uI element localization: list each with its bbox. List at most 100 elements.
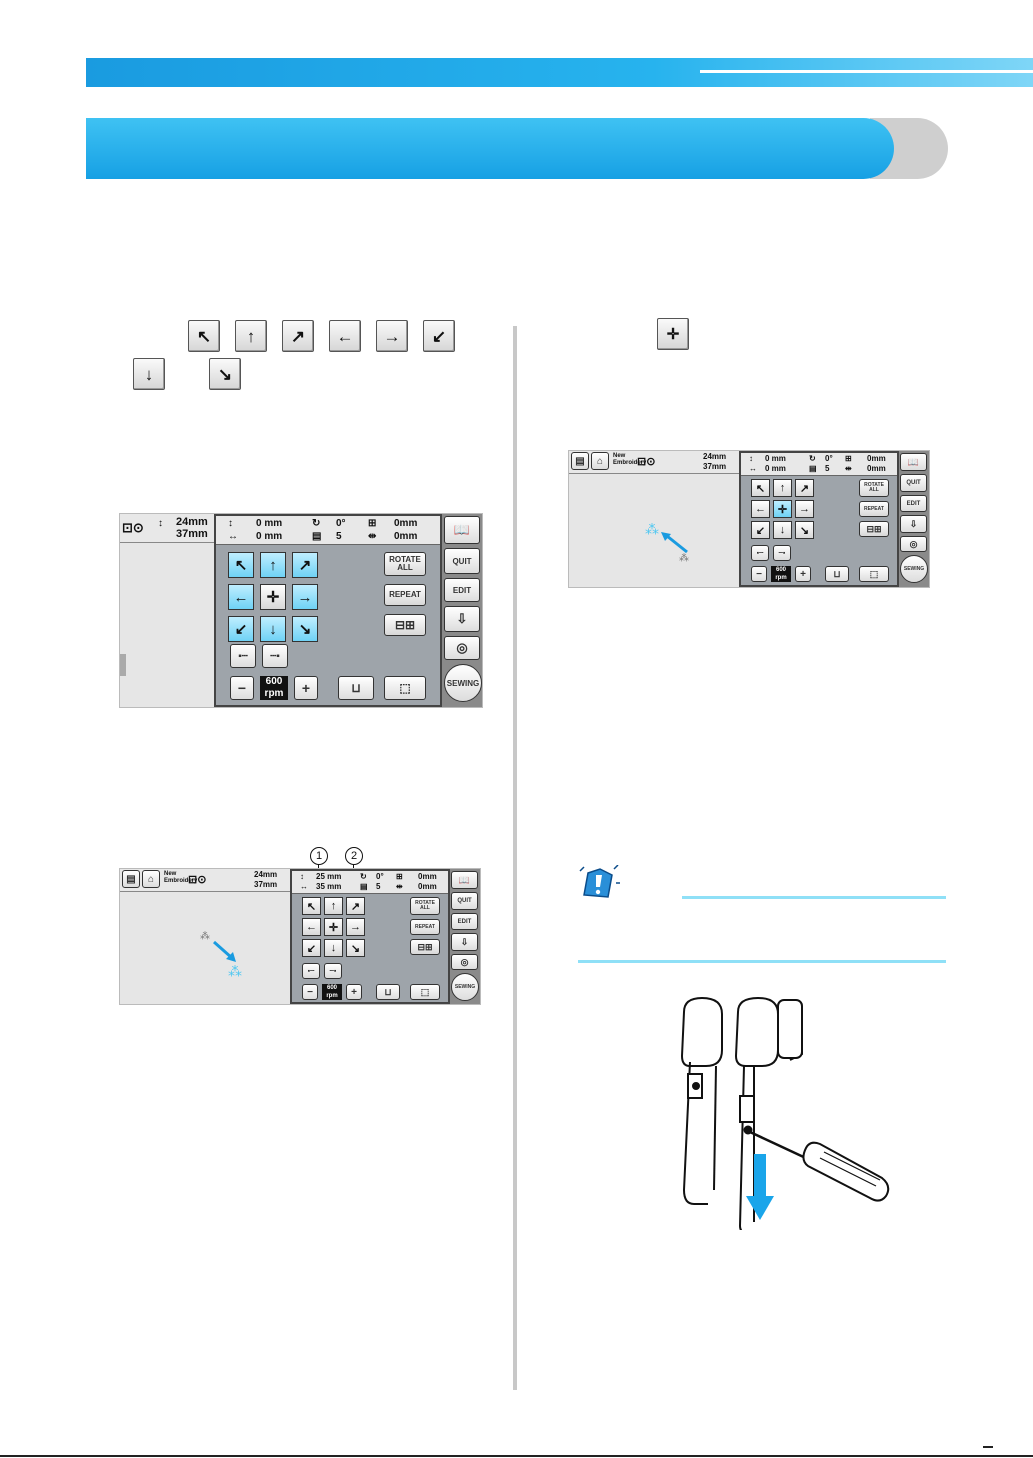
speed-unit: rpm	[326, 993, 338, 999]
trial-icon[interactable]: ⬚	[410, 984, 440, 1000]
frame-move-icon[interactable]: ◎	[451, 954, 478, 970]
repeat-button[interactable]: REPEAT	[384, 584, 426, 606]
top-toolbar: ▤ ⌂ New Embroidery ⊡⊙ 24mm 37mm	[569, 451, 739, 474]
memory-icon[interactable]: ⇩	[451, 933, 478, 951]
arrow-down-left-button[interactable]: ↙	[751, 521, 770, 539]
move-up-icon[interactable]: ↑	[235, 320, 267, 352]
end-point-icon[interactable]: ┄▪	[262, 644, 288, 668]
arrow-down-left-button[interactable]: ↙	[302, 939, 321, 957]
move-down-icon[interactable]: ↓	[133, 358, 165, 390]
arrow-left-button[interactable]: ←	[751, 500, 770, 518]
speed-minus-button[interactable]: −	[302, 984, 318, 1000]
arrow-down-right-button[interactable]: ↘	[346, 939, 365, 957]
speed-minus-button[interactable]: −	[230, 676, 254, 700]
center-button[interactable]: ✛	[324, 918, 343, 936]
arrow-left-button[interactable]: ←	[302, 918, 321, 936]
end-point-icon[interactable]: ┄▪	[773, 545, 791, 561]
end-point-icon[interactable]: ┄▪	[324, 963, 342, 979]
start-point-icon[interactable]: ▪┄	[751, 545, 769, 561]
trial-icon[interactable]: ⬚	[859, 566, 889, 582]
save-icon[interactable]: ⌂	[142, 870, 160, 888]
arrow-down-button[interactable]: ↓	[773, 521, 792, 539]
memory-icon[interactable]: ⇩	[444, 606, 480, 632]
arrow-down-button[interactable]: ↓	[260, 616, 286, 642]
size-height-text: 24mm	[254, 870, 278, 879]
arrow-down-button[interactable]: ↓	[324, 939, 343, 957]
sewing-button[interactable]: SEWING	[900, 555, 928, 583]
guide-icon[interactable]: 📖	[451, 871, 478, 889]
move-left-icon[interactable]: ←	[329, 320, 361, 352]
scroll-handle[interactable]	[120, 654, 126, 676]
top-toolbar: ▤ ⌂ New Embroidery ⊡⊙ 24mm 37mm	[120, 869, 290, 892]
arrow-down-left-button[interactable]: ↙	[228, 616, 254, 642]
arrow-up-right-button[interactable]: ↗	[346, 897, 365, 915]
arrow-up-button[interactable]: ↑	[324, 897, 343, 915]
center-button[interactable]: ✛	[260, 584, 286, 610]
list-icon[interactable]: ▤	[571, 452, 589, 470]
move-up-right-icon[interactable]: ↗	[282, 320, 314, 352]
move-right-icon[interactable]: →	[376, 320, 408, 352]
quit-button[interactable]: QUIT	[444, 548, 480, 574]
speed-plus-button[interactable]: +	[795, 566, 811, 582]
moved-pattern-mark: ⁂	[228, 963, 242, 979]
screen-moved-pattern: ▤ ⌂ New Embroidery ⊡⊙ 24mm 37mm ⁂ ⁂ ↕ 25…	[119, 868, 481, 1005]
center-needle-icon[interactable]: ✛	[657, 318, 689, 350]
speed-plus-button[interactable]: +	[294, 676, 318, 700]
position-readout: ↕ 25 mm ↔ 35 mm ↻ 0° ▤ 5 ⊞ 0mm ⇹ 0mm	[292, 871, 448, 894]
presser-foot-icon[interactable]: ⊔	[338, 676, 374, 700]
arrow-right-button[interactable]: →	[795, 500, 814, 518]
rotate-all-button[interactable]: ROTATE ALL	[859, 479, 889, 497]
thread-order-icon[interactable]: ⊟⊞	[859, 521, 889, 537]
guide-icon[interactable]: 📖	[444, 516, 480, 544]
thread-order-icon[interactable]: ⊟⊞	[384, 614, 426, 636]
list-icon[interactable]: ▤	[122, 870, 140, 888]
memory-icon[interactable]: ⇩	[900, 515, 927, 533]
spacing-icon: ⇹	[396, 882, 403, 891]
sewing-button[interactable]: SEWING	[444, 664, 482, 702]
arrow-down-right-button[interactable]: ↘	[795, 521, 814, 539]
arrow-up-button[interactable]: ↑	[773, 479, 792, 497]
start-point-icon[interactable]: ▪┄	[302, 963, 320, 979]
save-icon[interactable]: ⌂	[591, 452, 609, 470]
arrow-up-left-button[interactable]: ↖	[302, 897, 321, 915]
edit-panel: ↕ 25 mm ↔ 35 mm ↻ 0° ▤ 5 ⊞ 0mm ⇹ 0mm ↖ ↑…	[290, 869, 450, 1004]
edit-button[interactable]: EDIT	[451, 913, 478, 930]
arrow-down-right-button[interactable]: ↘	[292, 616, 318, 642]
arrow-up-right-button[interactable]: ↗	[795, 479, 814, 497]
rotate-all-button[interactable]: ROTATE ALL	[410, 897, 440, 915]
move-down-left-icon[interactable]: ↙	[423, 320, 455, 352]
sewing-button[interactable]: SEWING	[451, 973, 479, 1001]
quit-button[interactable]: QUIT	[451, 892, 478, 910]
arrow-up-left-button[interactable]: ↖	[751, 479, 770, 497]
move-up-left-icon[interactable]: ↖	[188, 320, 220, 352]
frame-move-icon[interactable]: ◎	[900, 536, 927, 552]
edit-panel: ↕ 0 mm ↔ 0 mm ↻ 0° ▤ 5 ⊞ 0mm ⇹ 0mm ↖ ↑ ↗…	[739, 451, 899, 587]
arrow-right-button[interactable]: →	[292, 584, 318, 610]
arrow-up-button[interactable]: ↑	[260, 552, 286, 578]
move-down-right-icon[interactable]: ↘	[209, 358, 241, 390]
thread-order-icon[interactable]: ⊟⊞	[410, 939, 440, 955]
arrow-up-left-button[interactable]: ↖	[228, 552, 254, 578]
arrow-up-right-button[interactable]: ↗	[292, 552, 318, 578]
repeat-button[interactable]: REPEAT	[859, 501, 889, 517]
start-point-icon[interactable]: ▪┄	[230, 644, 256, 668]
edit-button[interactable]: EDIT	[444, 578, 480, 602]
speed-plus-button[interactable]: +	[346, 984, 362, 1000]
arrow-right-button[interactable]: →	[346, 918, 365, 936]
center-button[interactable]: ✛	[773, 500, 792, 518]
repeat-button[interactable]: REPEAT	[410, 919, 440, 935]
arrow-left-button[interactable]: ←	[228, 584, 254, 610]
rotate-all-button[interactable]: ROTATE ALL	[384, 552, 426, 576]
edit-button[interactable]: EDIT	[900, 495, 927, 512]
vertical-icon: ↕	[228, 518, 233, 529]
quit-button[interactable]: QUIT	[900, 474, 927, 492]
presser-foot-icon[interactable]: ⊔	[825, 566, 849, 582]
trial-icon[interactable]: ⬚	[384, 676, 426, 700]
spacing-icon: ⇹	[845, 464, 852, 473]
rotate-icon: ↻	[809, 454, 816, 463]
frame-move-icon[interactable]: ◎	[444, 636, 480, 660]
guide-icon[interactable]: 📖	[900, 453, 927, 471]
presser-foot-icon[interactable]: ⊔	[376, 984, 400, 1000]
speed-minus-button[interactable]: −	[751, 566, 767, 582]
